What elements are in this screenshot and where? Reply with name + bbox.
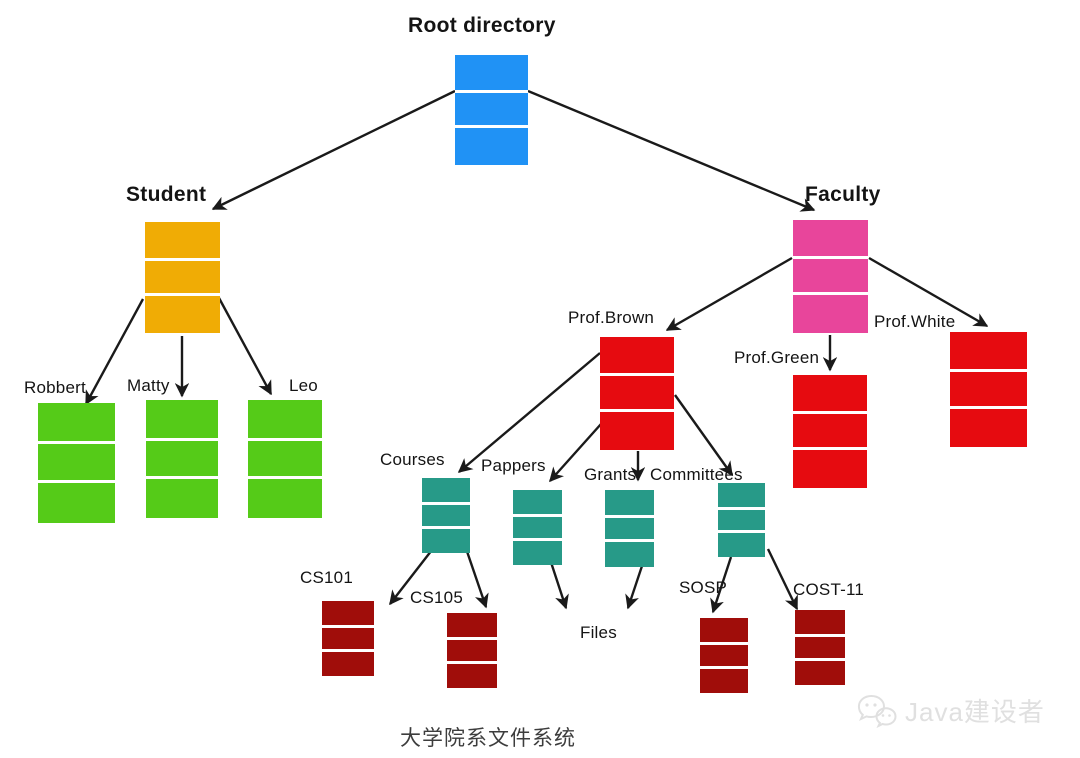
box-divider [950, 368, 1027, 372]
box-divider [600, 409, 674, 413]
watermark-text: Java建设者 [905, 697, 1045, 727]
wechat-icon [857, 694, 897, 728]
node-label-prof-white: Prof.White [874, 312, 956, 331]
node-box-prof-green [793, 375, 867, 488]
node-label-grants: Grants [584, 465, 637, 484]
box-divider [146, 437, 218, 441]
arrow-student-to-leo [217, 297, 273, 396]
node-box-cs101 [322, 601, 374, 676]
arrow-prof-brown-to-courses [457, 352, 601, 473]
node-box-student [145, 222, 220, 333]
node-label-root: Root directory [408, 14, 556, 37]
box-divider [455, 125, 528, 129]
box-divider [513, 514, 562, 517]
box-divider [145, 257, 220, 261]
node-label-matty: Matty [127, 376, 170, 395]
node-label-pappers: Pappers [481, 456, 546, 475]
box-divider [248, 437, 322, 441]
box-divider [145, 293, 220, 297]
node-box-root [455, 55, 528, 165]
node-label-committees: Committees [650, 465, 743, 484]
box-divider [718, 506, 765, 510]
node-box-leo [248, 400, 322, 518]
box-divider [605, 514, 654, 518]
box-divider [513, 538, 562, 541]
node-label-sosp: SOSP [679, 578, 728, 597]
node-box-pappers [513, 490, 562, 565]
box-divider [795, 634, 845, 637]
box-divider [793, 447, 867, 451]
box-divider [793, 292, 868, 296]
box-divider [146, 475, 218, 479]
node-box-courses [422, 478, 470, 553]
box-divider [950, 405, 1027, 409]
node-label-prof-brown: Prof.Brown [568, 308, 655, 327]
node-box-grants [605, 490, 654, 567]
node-box-cs105 [447, 613, 497, 688]
box-divider [700, 666, 748, 669]
node-box-robbert [38, 403, 115, 523]
arrow-root-to-student [211, 89, 456, 211]
arrow-faculty-to-prof-brown [665, 256, 793, 332]
node-label-cs105: CS105 [410, 588, 463, 607]
box-divider [718, 530, 765, 534]
node-label-courses: Courses [380, 450, 445, 469]
node-label-prof-green: Prof.Green [734, 348, 820, 367]
node-box-sosp [700, 618, 748, 693]
box-divider [38, 479, 115, 483]
node-label-cs101: CS101 [300, 568, 353, 587]
box-divider [322, 649, 374, 652]
node-label-leo: Leo [289, 376, 318, 395]
node-label-student: Student [126, 183, 207, 206]
box-divider [795, 658, 845, 661]
node-label-faculty: Faculty [805, 183, 881, 206]
box-divider [38, 441, 115, 445]
arrow-prof-brown-to-committees [674, 394, 733, 477]
arrow-committees-to-cost-11 [766, 548, 799, 611]
node-label-cost-11: COST-11 [793, 580, 864, 599]
node-box-cost-11 [795, 610, 845, 685]
node-box-faculty [793, 220, 868, 333]
float-label-files: Files [580, 623, 617, 642]
box-divider [248, 475, 322, 479]
node-box-prof-white [950, 332, 1027, 447]
box-divider [422, 502, 470, 505]
box-divider [447, 661, 497, 664]
node-box-prof-brown [600, 337, 674, 450]
arrow-root-to-faculty [527, 89, 816, 212]
node-label-robbert: Robbert [24, 378, 86, 397]
diagram-caption: 大学院系文件系统 [400, 727, 576, 750]
box-divider [793, 256, 868, 260]
watermark: Java建设者 [856, 692, 1045, 729]
box-divider [455, 90, 528, 94]
box-divider [605, 539, 654, 543]
node-box-matty [146, 400, 218, 518]
box-divider [600, 373, 674, 377]
box-divider [447, 637, 497, 640]
box-divider [700, 642, 748, 645]
box-divider [422, 526, 470, 529]
box-divider [793, 411, 867, 415]
node-box-committees [718, 483, 765, 557]
box-divider [322, 625, 374, 628]
